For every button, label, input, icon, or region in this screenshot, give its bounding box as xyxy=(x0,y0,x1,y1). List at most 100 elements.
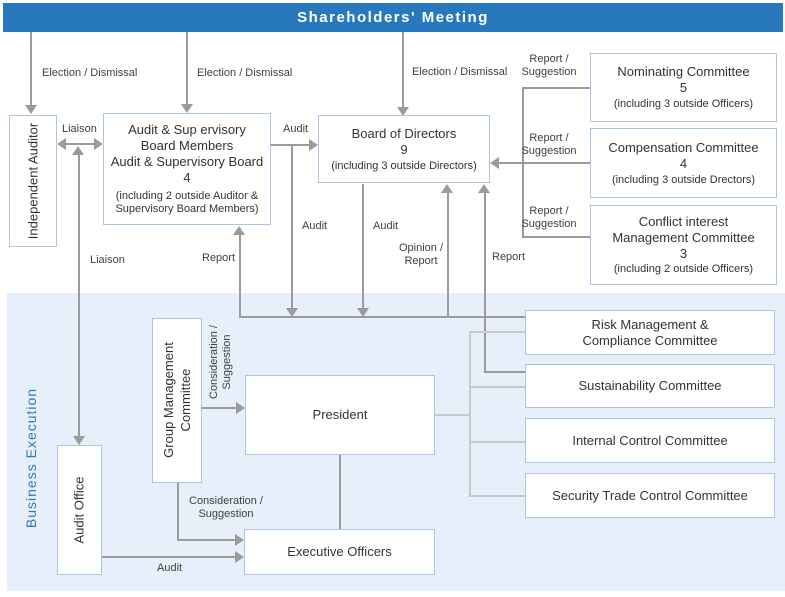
arrowhead-right-icon xyxy=(235,534,244,546)
arrowhead-up-icon xyxy=(441,184,453,193)
conflict-count: 3 xyxy=(679,246,688,261)
report-suggestion-3-line1: Report / xyxy=(529,205,569,217)
arrowhead-right-icon xyxy=(309,139,318,151)
edge-committee-trunk xyxy=(522,87,524,238)
group-management-line2: Committee xyxy=(178,368,193,432)
arrowhead-down-icon xyxy=(73,436,85,445)
edge-conduit xyxy=(239,316,525,318)
edge-audit-down-2 xyxy=(362,184,364,308)
edge-liaison-horizontal xyxy=(63,143,96,145)
group-management-box xyxy=(152,318,202,483)
edge-nominating-link xyxy=(522,87,590,89)
consideration-suggestion-label-1: Consideration / Suggestion xyxy=(208,325,234,399)
arrowhead-down-icon xyxy=(397,107,409,116)
president-label: President xyxy=(312,407,368,422)
edge-group-exec-v xyxy=(177,483,179,541)
banner-title: Shareholders' Meeting xyxy=(297,9,489,26)
arrowhead-down-icon xyxy=(286,308,298,317)
consideration-1-line1: Consideration / xyxy=(208,325,220,399)
asb-title-line1: Audit & Sup ervisory xyxy=(128,122,246,137)
arrowhead-down-icon xyxy=(181,104,193,113)
independent-auditor-label: Independent Auditor xyxy=(25,122,41,240)
edge-sustainability-link xyxy=(469,386,525,388)
opinion-report-line1: Opinion / xyxy=(398,242,444,254)
election-dismissal-label-2: Election / Dismissal xyxy=(197,67,293,79)
conflict-title-line1: Conflict interest xyxy=(638,214,729,229)
report-suggestion-1-line1: Report / xyxy=(529,53,569,65)
audit-label-2: Audit xyxy=(302,220,328,232)
risk-title-line2: Compliance Committee xyxy=(582,332,718,348)
executive-officers-box: Executive Officers xyxy=(244,529,435,575)
consideration-2-line1: Consideration / xyxy=(189,495,263,507)
report-suggestion-2-line2: Suggestion xyxy=(521,145,577,157)
report-suggestion-label-1: Report / Suggestion xyxy=(510,53,588,79)
conflict-committee-box: Conflict interest Management Committee 3… xyxy=(590,205,777,285)
security-trade-committee-box: Security Trade Control Committee xyxy=(525,473,775,518)
edge-risk-link xyxy=(469,331,525,333)
business-execution-label: Business Execution xyxy=(23,387,39,529)
sustainability-committee-box: Sustainability Committee xyxy=(525,364,775,408)
opinion-report-line2: Report xyxy=(404,255,438,267)
edge-president-trunk xyxy=(435,414,470,416)
opinion-report-label: Opinion / Report xyxy=(390,242,452,268)
compensation-note: (including 3 outside Drectors) xyxy=(611,173,756,186)
report-suggestion-2-line1: Report / xyxy=(529,132,569,144)
risk-management-committee-box: Risk Management & Compliance Committee xyxy=(525,310,775,355)
security-trade-title: Security Trade Control Committee xyxy=(552,487,748,503)
edge-audit-asb-board xyxy=(271,144,309,146)
board-title: Board of Directors xyxy=(351,125,457,141)
arrowhead-right-icon xyxy=(235,551,244,563)
board-note: (including 3 outside Directors) xyxy=(331,159,477,172)
arrowhead-left-icon xyxy=(57,138,66,150)
audit-label-1: Audit xyxy=(283,123,309,135)
asb-note-line1: (including 2 outside Auditor & xyxy=(115,190,259,202)
report-label-2: Report xyxy=(492,251,526,263)
compensation-count: 4 xyxy=(679,155,688,171)
asb-count: 4 xyxy=(183,170,191,185)
arrowhead-down-icon xyxy=(357,308,369,317)
edge-president-exec xyxy=(339,455,341,529)
group-management-label: Group Management Committee xyxy=(160,342,194,458)
sustainability-title: Sustainability Committee xyxy=(578,378,722,393)
report-suggestion-1-line2: Suggestion xyxy=(521,66,577,78)
edge-liaison-vertical xyxy=(78,153,80,436)
edge-group-president xyxy=(202,407,236,409)
board-count: 9 xyxy=(400,141,408,157)
election-dismissal-label-1: Election / Dismissal xyxy=(42,67,138,79)
edge-audit-down-1 xyxy=(291,146,293,308)
compensation-committee-box: Compensation Committee 4 (including 3 ou… xyxy=(590,128,777,198)
internal-control-title: Internal Control Committee xyxy=(572,432,728,448)
audit-label-4: Audit xyxy=(157,562,183,574)
nominating-committee-box: Nominating Committee 5 (including 3 outs… xyxy=(590,53,777,122)
election-dismissal-label-3: Election / Dismissal xyxy=(412,66,508,78)
edge-report-to-board xyxy=(499,162,522,164)
audit-label-3: Audit xyxy=(373,220,399,232)
edge-election-auditor xyxy=(30,32,32,105)
consideration-suggestion-label-2: Consideration / Suggestion xyxy=(187,495,265,521)
shareholders-meeting-banner: Shareholders' Meeting xyxy=(3,3,783,32)
asb-title-line3: Audit & Supervisory Board xyxy=(110,154,264,169)
edge-compensation-link xyxy=(522,162,590,164)
group-management-line1: Group Management xyxy=(161,342,176,458)
asb-note-line2: Supervisory Board Members) xyxy=(115,203,259,215)
internal-control-committee-box: Internal Control Committee xyxy=(525,418,775,463)
board-of-directors-box: Board of Directors 9 (including 3 outsid… xyxy=(318,115,490,183)
edge-auditoffice-exec xyxy=(102,556,235,558)
arrowhead-up-icon xyxy=(478,184,490,193)
risk-title-line1: Risk Management & xyxy=(591,316,709,332)
executive-officers-label: Executive Officers xyxy=(287,544,392,559)
conflict-note: (including 2 outside Officers) xyxy=(613,263,754,275)
edge-conflict-link xyxy=(522,236,590,238)
liaison-label-1: Liaison xyxy=(62,123,97,135)
edge-report-up-board xyxy=(484,192,486,373)
conflict-title-line2: Management Committee xyxy=(612,230,755,245)
nominating-count: 5 xyxy=(679,80,688,95)
arrowhead-up-icon xyxy=(72,146,84,155)
president-box: President xyxy=(245,375,435,455)
report-suggestion-label-3: Report / Suggestion xyxy=(510,205,588,231)
report-label-1: Report xyxy=(202,252,236,264)
edge-election-board xyxy=(402,32,404,107)
audit-office-label: Audit Office xyxy=(71,476,87,544)
nominating-note: (including 3 outside Officers) xyxy=(613,98,754,110)
